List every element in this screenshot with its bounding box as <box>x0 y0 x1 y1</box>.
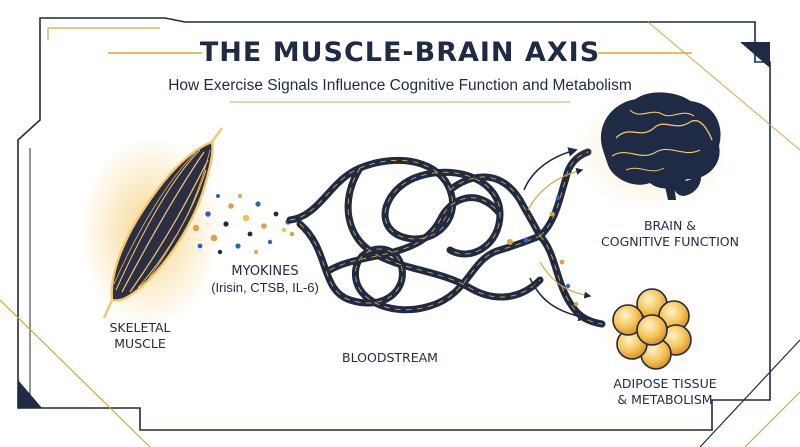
brain-label-line1: BRAIN & <box>643 218 697 233</box>
adipose-label: ADIPOSE TISSUE & METABOLISM <box>590 376 740 408</box>
muscle-illustration <box>80 127 223 327</box>
page-title: THE MUSCLE-BRAIN AXIS <box>199 37 601 68</box>
brain-illustration <box>574 88 734 212</box>
flow-arrow-to-adipose <box>529 261 592 322</box>
page-subtitle: How Exercise Signals Influence Cognitive… <box>168 77 632 94</box>
myokine-particles <box>192 194 295 255</box>
flow-arrow-to-brain <box>523 147 584 211</box>
skeletal-muscle-label: SKELETAL MUSCLE <box>95 320 185 352</box>
bloodstream-vessels <box>286 148 606 328</box>
adipose-label-line1: ADIPOSE TISSUE <box>613 376 717 391</box>
myokines-label-line1: MYOKINES <box>231 264 299 279</box>
brain-label: BRAIN & COGNITIVE FUNCTION <box>580 218 760 250</box>
adipose-label-line2: & METABOLISM <box>617 392 713 407</box>
skeletal-muscle-label-line2: MUSCLE <box>114 336 166 351</box>
skeletal-muscle-label-line1: SKELETAL <box>109 320 171 335</box>
brain-label-line2: COGNITIVE FUNCTION <box>601 234 739 249</box>
corner-triangle-bottom-left <box>18 380 42 408</box>
bloodstream-label-line1: BLOODSTREAM <box>342 350 438 365</box>
corner-triangle-top-right <box>740 42 770 68</box>
adipose-illustration <box>600 284 704 372</box>
myokines-label-line2: (Irisin, CTSB, IL-6) <box>211 280 319 295</box>
bloodstream-label: BLOODSTREAM <box>320 350 460 366</box>
myokines-label: MYOKINES (Irisin, CTSB, IL-6) <box>200 264 330 296</box>
frame <box>0 17 800 447</box>
